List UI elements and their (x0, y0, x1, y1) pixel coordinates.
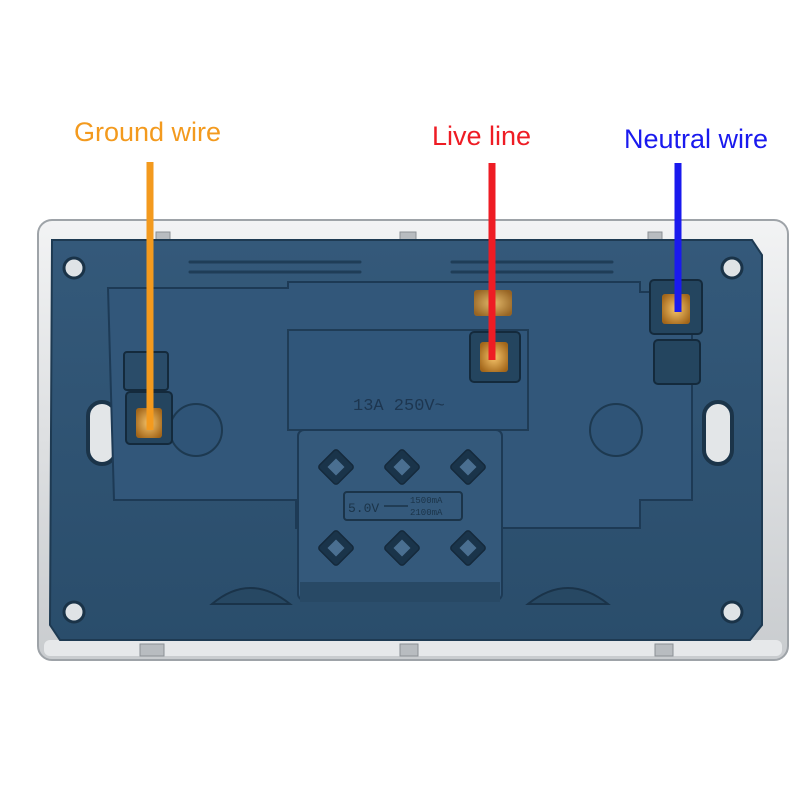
live-line-label: Live line (432, 121, 532, 151)
neutral-wire-label: Neutral wire (624, 124, 769, 154)
mounting-holes (62, 256, 744, 624)
left-boss (169, 403, 223, 457)
usb-current-2: 2100mA (410, 508, 443, 518)
ground-wire-label: Ground wire (74, 117, 222, 147)
usb-current-1: 1500mA (410, 496, 443, 506)
frame-clips (139, 231, 674, 657)
right-boss (589, 403, 643, 457)
top-ribs (188, 260, 614, 274)
bottom-arches (209, 587, 611, 605)
usb-module: 5.0V 1500mA 2100mA (297, 429, 503, 602)
usb-voltage: 5.0V (348, 501, 379, 516)
side-slots (86, 400, 734, 466)
rating-moulding: 13A 250V~ (353, 397, 445, 416)
